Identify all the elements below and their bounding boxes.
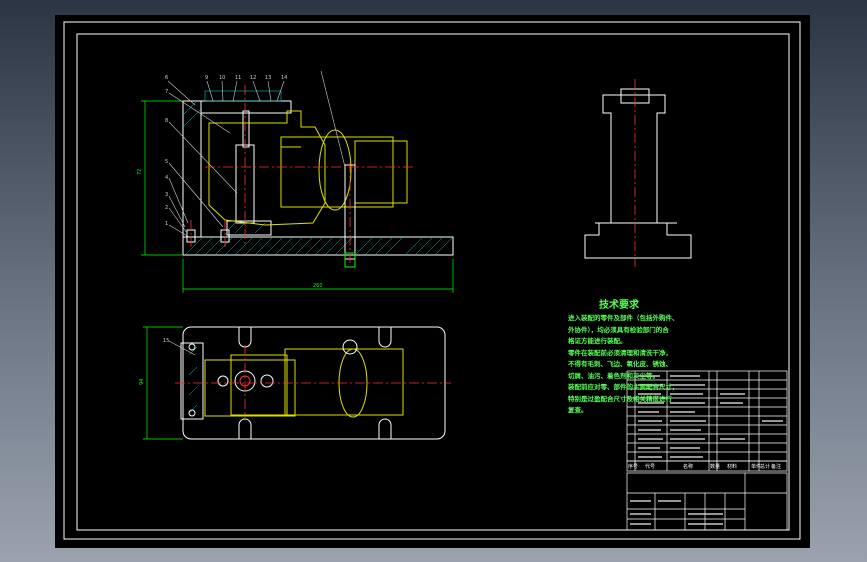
parts-list bbox=[626, 370, 788, 531]
footer-code: 代号 bbox=[645, 463, 655, 470]
spindle-nut bbox=[242, 110, 250, 148]
main-dimensions bbox=[141, 100, 454, 293]
parts-list-footer: 序号 代号 名称 数量 材料 单件 总计 备注 bbox=[628, 463, 781, 470]
leader-lines bbox=[167, 70, 346, 238]
inner-border bbox=[76, 33, 790, 531]
footer-name: 名称 bbox=[683, 463, 693, 470]
note-line: 格证方能进行装配。 bbox=[568, 337, 627, 345]
note-line: 外协件），均必须具有检验部门的合 bbox=[568, 325, 669, 334]
leader-1: 1 bbox=[165, 221, 168, 227]
spindle-base bbox=[226, 220, 272, 236]
note-line: 装配前应对零、部件的主要配合尺寸， bbox=[568, 383, 679, 391]
base-hatch bbox=[184, 236, 454, 256]
main-center-lines bbox=[190, 85, 415, 265]
leader-3: 3 bbox=[165, 192, 168, 198]
locating-boss-4 bbox=[260, 374, 274, 388]
leader-8: 8 bbox=[165, 118, 168, 124]
top-center-lines bbox=[175, 345, 451, 419]
footer-total: 总计 bbox=[760, 463, 770, 470]
note-line: 进入装配的零件及部件（包括外购件、 bbox=[568, 314, 679, 322]
leader-10: 10 bbox=[219, 75, 225, 81]
locating-boss-3 bbox=[217, 375, 229, 387]
footer-unit: 单件 bbox=[751, 463, 761, 470]
note-line: 零件在装配前必须清理和清洗干净， bbox=[568, 348, 672, 357]
leader-14: 14 bbox=[281, 75, 287, 81]
width-dimension-label: 260 bbox=[313, 283, 323, 289]
leader-13: 13 bbox=[265, 75, 271, 81]
footer-qty: 数量 bbox=[710, 463, 720, 470]
leader-4: 4 bbox=[165, 175, 168, 181]
base-plate bbox=[182, 236, 454, 256]
footer-index: 序号 bbox=[628, 463, 638, 470]
footer-material: 材料 bbox=[727, 463, 737, 470]
side-view-outline bbox=[584, 94, 692, 259]
top-clamp-slot bbox=[204, 90, 282, 102]
leader-9: 9 bbox=[205, 75, 208, 81]
top-height-dimension: 94 bbox=[139, 379, 145, 385]
leader-12: 12 bbox=[250, 75, 256, 81]
note-line: 不得有毛刺、飞边、氧化皮、锈蚀、 bbox=[568, 360, 672, 368]
top-view: 94 15 bbox=[139, 326, 451, 440]
workpiece-main bbox=[208, 110, 408, 226]
top-dimensions bbox=[143, 326, 183, 440]
leader-5: 5 bbox=[165, 159, 168, 165]
column-hatch bbox=[182, 100, 202, 128]
leader-labels: 6 9 10 11 12 13 14 7 8 5 4 3 2 1 bbox=[165, 75, 287, 227]
height-dimension-label: 72 bbox=[137, 169, 143, 175]
note-line: 复查。 bbox=[568, 406, 588, 414]
vertical-column bbox=[182, 100, 202, 238]
side-view bbox=[584, 79, 692, 267]
outer-border bbox=[63, 21, 801, 540]
leader-7: 7 bbox=[165, 89, 168, 95]
leader-15: 15 bbox=[163, 338, 169, 344]
footer-remark: 备注 bbox=[771, 463, 781, 470]
cad-drawing: 72 260 6 9 bbox=[63, 21, 801, 540]
drawing-viewport[interactable]: 72 260 6 9 bbox=[55, 15, 810, 548]
top-pin bbox=[342, 339, 358, 355]
left-clamp-hatch bbox=[188, 346, 198, 414]
technical-notes-title: 技术要求 bbox=[599, 300, 639, 311]
note-line: 特别是过盈配合尺寸及相关精度进行 bbox=[568, 394, 672, 403]
note-line: 切屑、油污、着色剂和灰尘等。 bbox=[568, 371, 659, 380]
leader-6: 6 bbox=[165, 75, 168, 81]
parts-list-text-marks bbox=[630, 375, 783, 525]
left-clamp bbox=[180, 342, 204, 420]
leader-11: 11 bbox=[235, 75, 241, 81]
technical-notes: 进入装配的零件及部件（包括外购件、 外协件），均必须具有检验部门的合 格证方能进… bbox=[568, 313, 688, 417]
main-view: 72 260 6 9 bbox=[137, 70, 454, 293]
leader-2: 2 bbox=[165, 205, 168, 211]
